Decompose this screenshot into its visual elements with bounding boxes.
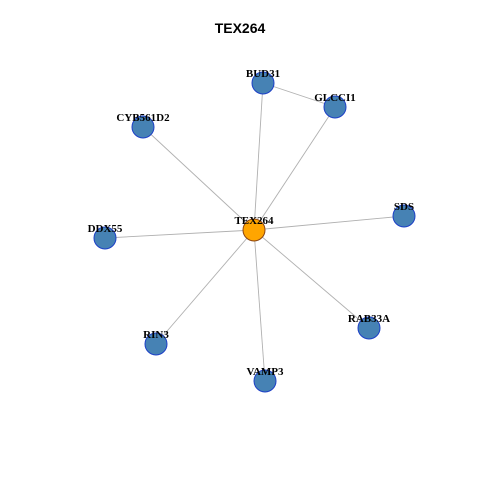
node-label-cyb561d2: CYB561D2 bbox=[116, 112, 170, 124]
node-label-rab33a: RAB33A bbox=[348, 313, 390, 325]
node-rin3[interactable] bbox=[144, 332, 168, 356]
node-label-rin3: RIN3 bbox=[143, 329, 169, 341]
edge-tex264-glcci1 bbox=[253, 106, 336, 231]
node-cyb561d2[interactable] bbox=[131, 115, 155, 139]
edge-tex264-ddx55 bbox=[104, 229, 255, 239]
edge-tex264-rin3 bbox=[155, 229, 255, 345]
edge-bud31-glcci1 bbox=[262, 82, 336, 108]
edge-layer bbox=[104, 82, 405, 382]
node-glcci1[interactable] bbox=[323, 95, 347, 119]
node-label-bud31: BUD31 bbox=[246, 68, 280, 80]
node-label-glcci1: GLCCI1 bbox=[314, 92, 356, 104]
edge-tex264-cyb561d2 bbox=[142, 126, 255, 231]
edge-tex264-vamp3 bbox=[253, 229, 266, 382]
node-ddx55[interactable] bbox=[93, 226, 117, 250]
edge-tex264-bud31 bbox=[253, 82, 264, 231]
node-label-ddx55: DDX55 bbox=[88, 223, 123, 235]
node-label-sds: SDS bbox=[394, 201, 414, 213]
graph-title: TEX264 bbox=[214, 20, 266, 36]
node-label-vamp3: VAMP3 bbox=[246, 366, 284, 378]
node-rab33a[interactable] bbox=[357, 316, 381, 340]
node-layer bbox=[93, 71, 416, 393]
node-vamp3[interactable] bbox=[253, 369, 277, 393]
edge-tex264-rab33a bbox=[253, 229, 370, 329]
node-label-tex264: TEX264 bbox=[234, 215, 274, 227]
node-bud31[interactable] bbox=[251, 71, 275, 95]
node-sds[interactable] bbox=[392, 204, 416, 228]
node-tex264[interactable] bbox=[242, 218, 266, 242]
edge-tex264-sds bbox=[253, 215, 405, 231]
